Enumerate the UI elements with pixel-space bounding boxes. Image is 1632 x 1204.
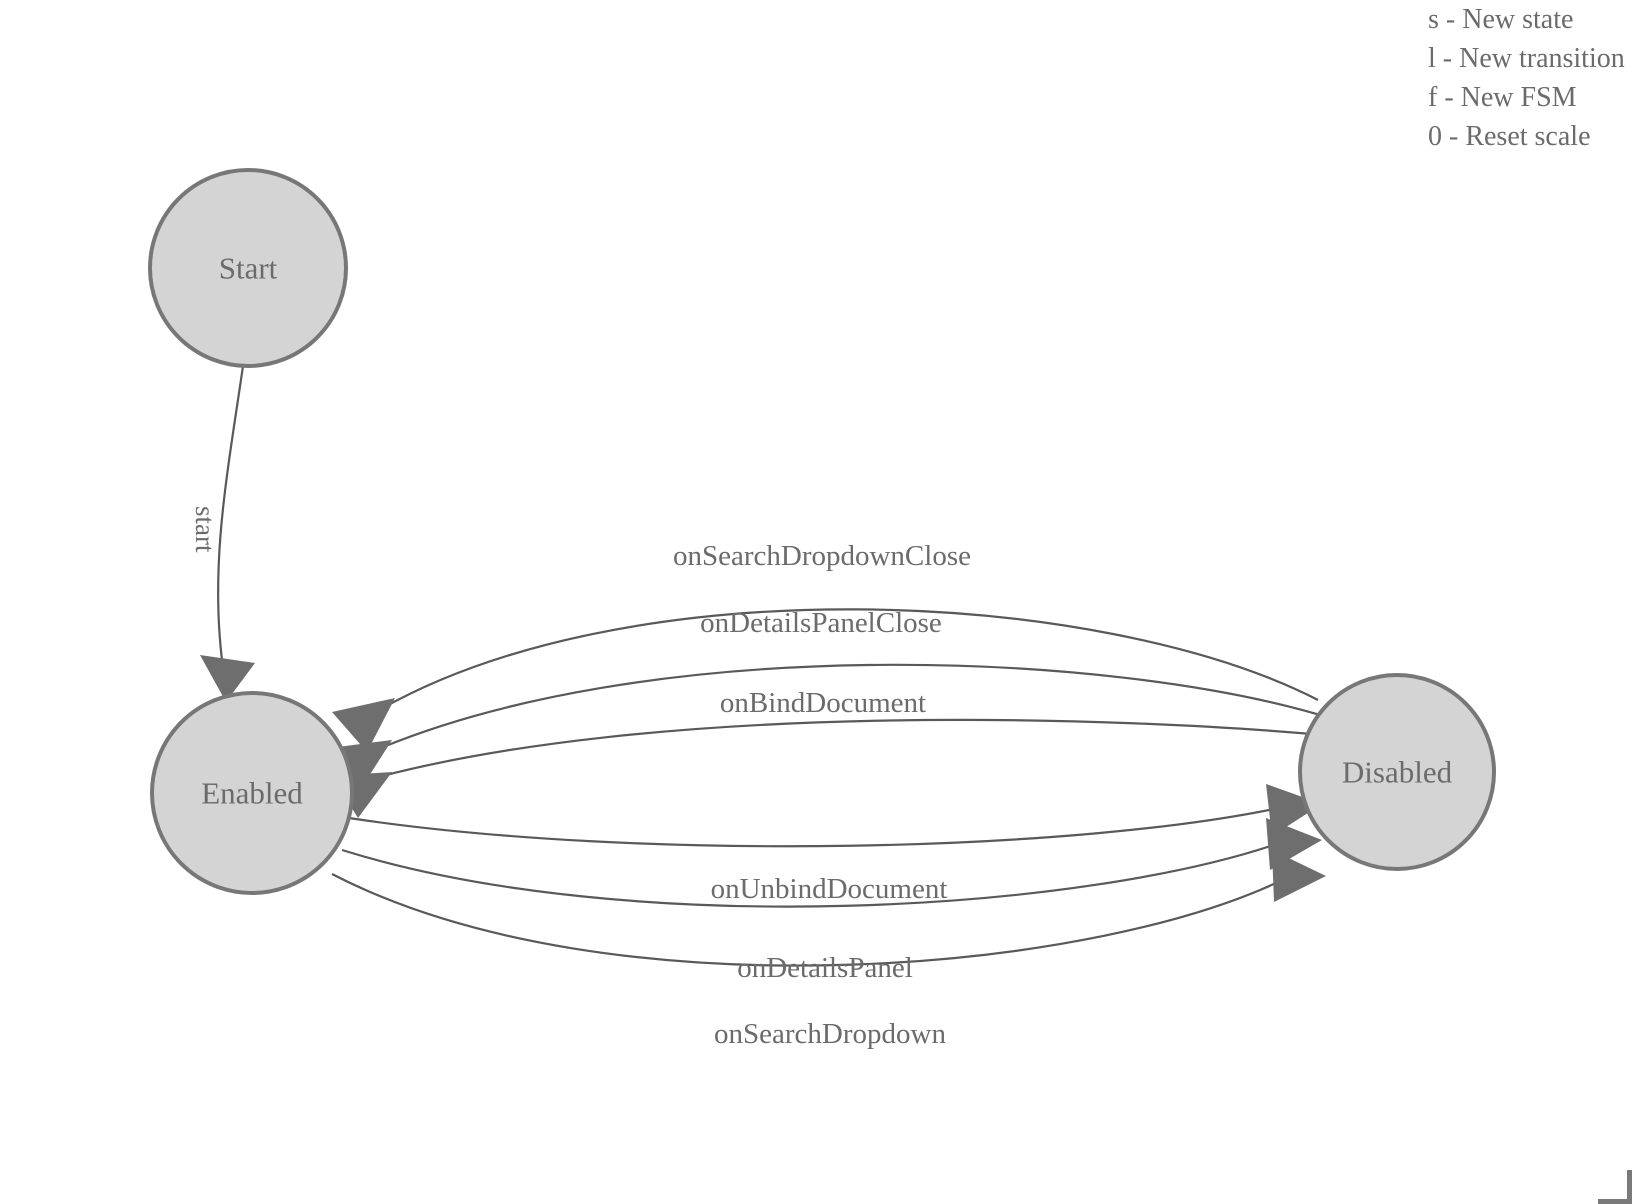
arrowhead-onunbinddocument [1266, 784, 1322, 836]
edge-disabled-to-enabled-binddocument[interactable] [332, 718, 1335, 818]
node-start[interactable]: Start [148, 168, 348, 368]
node-start-label: Start [219, 251, 278, 286]
node-enabled-circle[interactable] [150, 691, 354, 895]
edge-label-start: start [190, 506, 220, 553]
edge-path-onunbinddocument [348, 804, 1289, 848]
legend-line-new-state: s - New state [1428, 4, 1574, 35]
node-disabled[interactable]: Disabled [1298, 673, 1496, 871]
node-enabled-label: Enabled [201, 776, 303, 811]
edge-label-ondetailspanelclose: onDetailsPanelClose [700, 607, 942, 639]
legend-line-reset-scale: 0 - Reset scale [1428, 121, 1591, 152]
edge-label-onsearchdropdownclose: onSearchDropdownClose [673, 540, 971, 572]
edge-start-to-enabled[interactable] [200, 365, 255, 702]
arrowhead-onsearchdropdownclose [332, 698, 395, 752]
resize-handle-icon[interactable] [1598, 1170, 1632, 1204]
node-start-circle[interactable] [148, 168, 348, 368]
edge-label-onbinddocument: onBindDocument [720, 687, 926, 719]
edge-label-ondetailspanel: onDetailsPanel [737, 952, 913, 984]
keyboard-shortcut-legend: s - New state l - New transition f - New… [1428, 0, 1632, 156]
edge-path-start [216, 365, 245, 661]
edge-path-onbinddocument [359, 718, 1335, 784]
node-disabled-circle[interactable] [1298, 673, 1496, 871]
edge-label-onunbinddocument: onUnbindDocument [711, 873, 948, 905]
edge-enabled-to-disabled-searchdropdown[interactable] [331, 850, 1326, 967]
edge-path-onsearchdropdown [331, 873, 1295, 967]
edge-path-onsearchdropdownclose [368, 608, 1319, 717]
edge-path-ondetailspanelclose [361, 663, 1331, 758]
edge-enabled-to-disabled-unbinddocument[interactable] [348, 784, 1322, 848]
edge-label-onsearchdropdown: onSearchDropdown [714, 1018, 946, 1050]
node-enabled[interactable]: Enabled [150, 691, 354, 895]
edge-disabled-to-enabled-detailspanelclose[interactable] [330, 663, 1331, 790]
edge-path-ondetailspanel [341, 838, 1289, 908]
node-disabled-label: Disabled [1342, 755, 1453, 790]
edge-disabled-to-enabled-searchdropdownclose[interactable] [332, 608, 1319, 752]
arrowhead-start [200, 655, 255, 702]
arrowhead-onsearchdropdown [1272, 850, 1326, 902]
legend-line-new-fsm: f - New FSM [1428, 82, 1577, 113]
legend-line-new-transition: l - New transition [1428, 43, 1625, 74]
